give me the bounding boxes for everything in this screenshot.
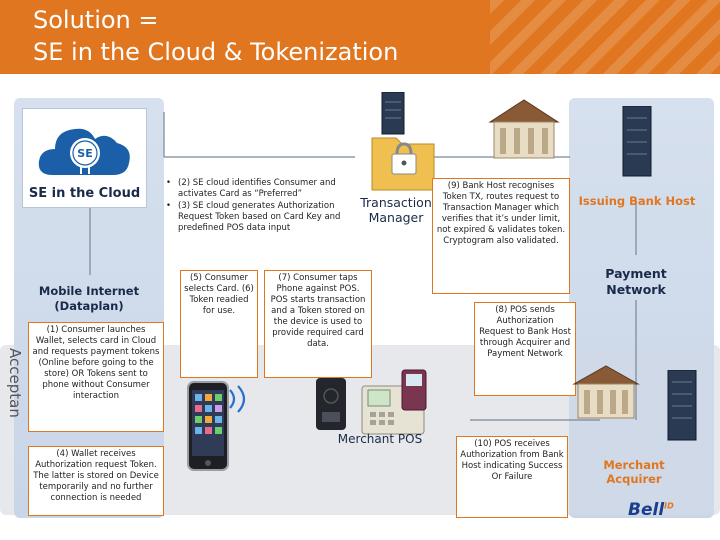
steps-2-3-list: (2) SE cloud identifies Consumer and act…	[166, 178, 344, 235]
step-2-text: (2) SE cloud identifies Consumer and act…	[166, 178, 344, 200]
nfc-waves-icon	[229, 385, 246, 413]
merchant-pos-label: Merchant POS	[337, 432, 423, 446]
acceptance-side-label: Acceptan	[6, 348, 24, 418]
step-4-callout: (4) Wallet receives Authorization reques…	[28, 446, 164, 516]
payment-network-label: Payment Network	[605, 266, 667, 297]
title-banner: Solution = SE in the Cloud & Tokenizatio…	[0, 0, 720, 74]
bank-server-icon	[622, 106, 652, 177]
step-1-callout: (1) Consumer launches Wallet, selects ca…	[28, 322, 164, 432]
server-icon	[371, 92, 435, 191]
banner-pattern	[490, 0, 720, 74]
se-cloud-box: SE SE in the Cloud	[22, 108, 147, 208]
page-title-line-2: SE in the Cloud & Tokenization	[33, 38, 399, 66]
step-8-callout: (8) POS sends Authorization Request to B…	[474, 302, 576, 396]
step-3-text: (3) SE cloud generates Authorization Req…	[166, 201, 344, 234]
bank-building-icon	[488, 99, 560, 159]
page-title-line-1: Solution =	[33, 6, 159, 34]
merchant-acquirer-label: Merchant Acquirer	[603, 458, 665, 486]
smartphone-icon	[187, 381, 229, 471]
se-cloud-icon: SE	[38, 128, 130, 175]
issuing-bank-label: Issuing Bank Host	[578, 194, 696, 208]
step-5-6-callout: (5) Consumer selects Card. (6) Token rea…	[180, 270, 258, 378]
acquirer-server-icon	[667, 370, 697, 441]
step-7-callout: (7) Consumer taps Phone against POS. POS…	[264, 270, 372, 378]
bellid-logo: BellID	[628, 500, 674, 520]
acquirer-building-icon	[572, 365, 640, 419]
transaction-manager-label: Transaction Manager	[360, 195, 432, 225]
se-icon-text: SE	[77, 147, 92, 160]
step-9-callout: (9) Bank Host recognises Token TX, route…	[432, 178, 570, 294]
step-10-callout: (10) POS receives Authorization from Ban…	[456, 436, 568, 518]
pos-terminal-icon	[316, 369, 427, 435]
mobile-internet-label: Mobile Internet (Dataplan)	[38, 284, 140, 313]
se-cloud-label: SE in the Cloud	[28, 186, 141, 201]
